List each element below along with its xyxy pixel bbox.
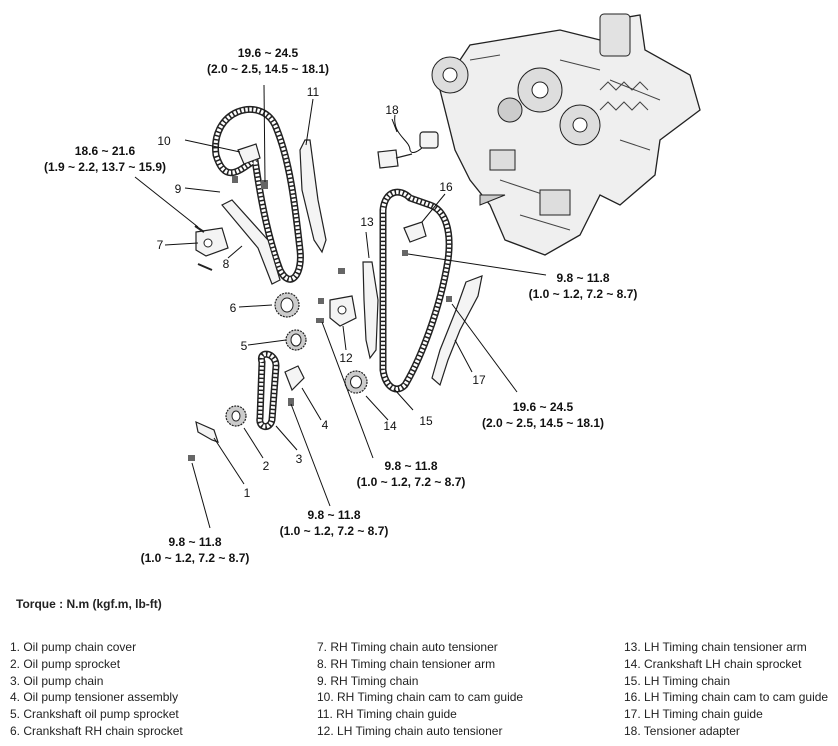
callout-number: 6 <box>230 301 237 315</box>
callout-number: 10 <box>157 134 171 148</box>
legend-column-3: 13. LH Timing chain tensioner arm 14. Cr… <box>624 639 828 740</box>
torque-spec-label: 19.6 ~ 24.5 (2.0 ~ 2.5, 14.5 ~ 18.1) <box>482 400 604 430</box>
callout-number: 4 <box>322 418 329 432</box>
oil-pump-chain-cover-part <box>195 420 219 443</box>
lh-auto-tensioner-part <box>329 295 357 327</box>
torque-spec-label: 9.8 ~ 11.8 (1.0 ~ 1.2, 7.2 ~ 8.7) <box>357 459 466 489</box>
tensioner-adapter-part <box>377 114 439 169</box>
callout-number: 14 <box>383 419 397 433</box>
legend-item: 16. LH Timing chain cam to cam guide <box>624 690 829 705</box>
callout-number: 11 <box>307 85 320 99</box>
legend-item: 11. RH Timing chain guide <box>317 707 457 722</box>
legend-item: 8. RH Timing chain tensioner arm <box>317 656 496 671</box>
torque-alt: (1.0 ~ 1.2, 7.2 ~ 8.7) <box>529 287 638 301</box>
legend-item: 18. Tensioner adapter <box>624 723 740 738</box>
legend-item: 7. RH Timing chain auto tensioner <box>317 640 498 654</box>
legend-column-1: 1. Oil pump chain cover 2. Oil pump spro… <box>10 639 183 740</box>
callout-number: 2 <box>263 459 270 473</box>
legend-item: 4. Oil pump tensioner assembly <box>10 690 179 705</box>
torque-alt: (1.9 ~ 2.2, 13.7 ~ 15.9) <box>44 160 166 174</box>
torque-alt: (1.0 ~ 1.2, 7.2 ~ 8.7) <box>357 475 466 489</box>
torque-spec-label: 19.6 ~ 24.5 (2.0 ~ 2.5, 14.5 ~ 18.1) <box>207 46 329 76</box>
legend-item: 2. Oil pump sprocket <box>10 656 121 671</box>
legend-item: 1. Oil pump chain cover <box>10 640 137 654</box>
callout-number: 15 <box>419 414 433 428</box>
torque-alt: (2.0 ~ 2.5, 14.5 ~ 18.1) <box>207 62 329 76</box>
legend-item: 17. LH Timing chain guide <box>624 707 763 722</box>
oil-pump-tensioner-part <box>284 365 305 392</box>
crankshaft-lh-sprocket-part <box>344 370 368 394</box>
callout-number: 13 <box>360 215 374 229</box>
torque-value: 9.8 ~ 11.8 <box>307 508 360 522</box>
callout-number: 17 <box>472 373 486 387</box>
callout-number: 16 <box>439 180 453 194</box>
rh-auto-tensioner-part <box>194 225 229 271</box>
rh-timing-chain-guide-part <box>299 139 327 254</box>
legend-item: 14. Crankshaft LH chain sprocket <box>624 656 802 671</box>
callout-number: 7 <box>157 238 164 252</box>
torque-spec-label: 9.8 ~ 11.8 (1.0 ~ 1.2, 7.2 ~ 8.7) <box>529 271 638 301</box>
callout-number: 3 <box>296 452 303 466</box>
legend-item: 12. LH Timing chain auto tensioner <box>317 723 503 738</box>
legend-item: 5. Crankshaft oil pump sprocket <box>10 707 179 722</box>
lh-tensioner-arm-part <box>362 261 379 360</box>
torque-spec-label: 18.6 ~ 21.6 (1.9 ~ 2.2, 13.7 ~ 15.9) <box>44 144 166 174</box>
torque-alt: (1.0 ~ 1.2, 7.2 ~ 8.7) <box>141 551 250 565</box>
torque-value: 19.6 ~ 24.5 <box>513 400 574 414</box>
rh-timing-chain-part <box>212 105 304 283</box>
legend-item: 6. Crankshaft RH chain sprocket <box>10 723 183 738</box>
callout-number: 18 <box>385 103 399 117</box>
legend-item: 15. LH Timing chain <box>624 673 731 688</box>
callout-number: 8 <box>223 257 230 271</box>
torque-unit-label: Torque : N.m (kgf.m, lb-ft) <box>16 597 162 611</box>
torque-spec-label: 9.8 ~ 11.8 (1.0 ~ 1.2, 7.2 ~ 8.7) <box>280 508 389 538</box>
torque-value: 19.6 ~ 24.5 <box>238 46 299 60</box>
torque-alt: (2.0 ~ 2.5, 14.5 ~ 18.1) <box>482 416 604 430</box>
crankshaft-rh-sprocket-part <box>274 292 300 318</box>
crankshaft-oil-pump-sprocket-part <box>285 329 307 351</box>
lh-cam-to-cam-guide-part <box>403 221 427 243</box>
oil-pump-sprocket-part <box>225 405 247 427</box>
torque-alt: (1.0 ~ 1.2, 7.2 ~ 8.7) <box>280 524 389 538</box>
rh-tensioner-arm-part <box>221 199 281 285</box>
torque-spec-label: 9.8 ~ 11.8 (1.0 ~ 1.2, 7.2 ~ 8.7) <box>141 535 250 565</box>
lh-timing-chain-guide-part <box>431 275 483 387</box>
rh-cam-to-cam-guide-part <box>237 143 261 165</box>
legend-item: 13. LH Timing chain tensioner arm <box>624 640 807 654</box>
legend-column-2: 7. RH Timing chain auto tensioner 8. RH … <box>317 639 523 740</box>
leader-lines <box>134 84 547 529</box>
torque-value: 9.8 ~ 11.8 <box>556 271 609 285</box>
engine-block-illustration <box>431 13 701 256</box>
oil-pump-chain-part <box>256 350 280 430</box>
torque-value: 9.8 ~ 11.8 <box>384 459 437 473</box>
bolt-icons <box>188 176 452 461</box>
torque-value: 9.8 ~ 11.8 <box>168 535 221 549</box>
legend-item: 9. RH Timing chain <box>317 673 419 688</box>
legend-item: 3. Oil pump chain <box>10 673 104 688</box>
torque-value: 18.6 ~ 21.6 <box>75 144 136 158</box>
timing-chain-exploded-diagram: 19.6 ~ 24.5 (2.0 ~ 2.5, 14.5 ~ 18.1) 18.… <box>44 13 701 565</box>
callout-number: 5 <box>241 339 248 353</box>
legend-item: 10. RH Timing chain cam to cam guide <box>317 690 524 705</box>
callout-number: 1 <box>244 486 251 500</box>
callout-number: 12 <box>339 351 353 365</box>
lh-timing-chain-part <box>379 188 453 393</box>
callout-number: 9 <box>175 182 182 196</box>
